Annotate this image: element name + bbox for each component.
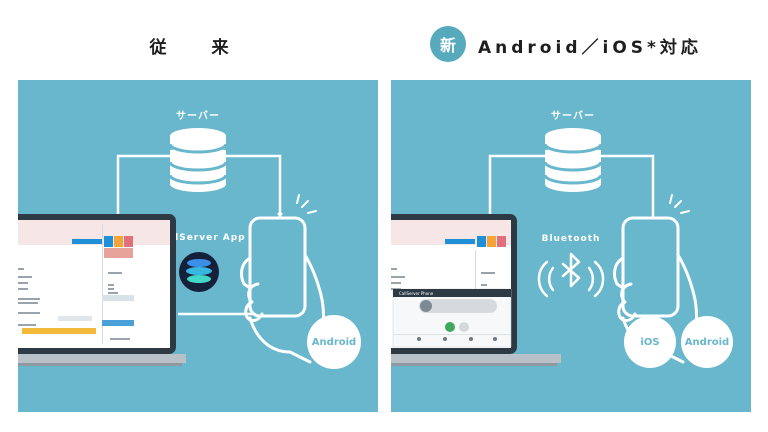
conventional-diagram: サーバー CallServer App [18, 110, 361, 369]
new-diagram: サーバー Bluetooth [391, 110, 733, 368]
phone-in-hand-icon [613, 194, 698, 364]
heading-conventional: 従 来 [0, 30, 392, 60]
conventional-panel: サーバー CallServer App [18, 80, 378, 412]
heading-new: 新 Android／iOS*対応 [430, 26, 702, 62]
database-icon [168, 128, 228, 192]
app-label: CallServer App [156, 233, 245, 243]
new-panel: サーバー Bluetooth [391, 80, 751, 412]
heading-new-text: Android／iOS*対応 [478, 37, 702, 58]
softphone-popup: CallServer Phone [392, 288, 512, 348]
android-device-bubble: Android [681, 316, 733, 368]
device-label-android: Android [312, 337, 356, 348]
laptop-icon: CallServer Phone [391, 214, 561, 366]
database-icon [543, 128, 603, 192]
ios-device-bubble: iOS [624, 316, 676, 368]
callserver-app-icon [179, 252, 219, 292]
device-label-ios: iOS [640, 337, 659, 348]
android-device-bubble: Android [307, 315, 361, 369]
heading-conventional-text: 従 来 [149, 37, 243, 58]
new-badge: 新 [430, 26, 466, 62]
popup-label: CallServer Phone [399, 291, 434, 296]
laptop-icon [18, 214, 186, 366]
connection-label: Bluetooth [542, 234, 601, 244]
device-label-android: Android [685, 337, 729, 348]
server-label: サーバー [176, 110, 220, 122]
bluetooth-icon [537, 252, 605, 298]
server-label: サーバー [551, 110, 595, 122]
